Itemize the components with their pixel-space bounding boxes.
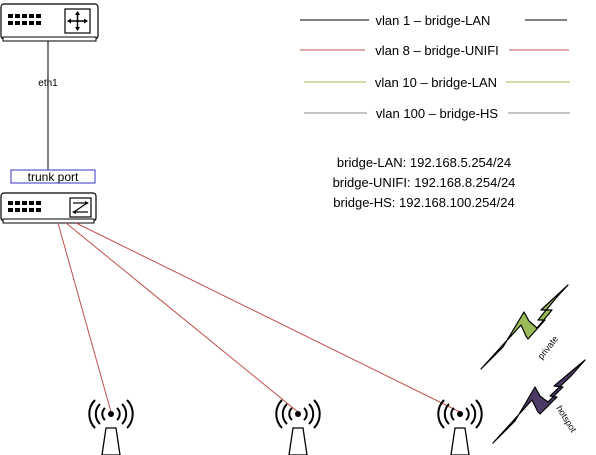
router-device [0, 3, 99, 42]
subnet-bridge-lan: bridge-LAN: 192.168.5.254/24 [337, 155, 511, 170]
lightning-icon [492, 359, 586, 444]
ap-link-2 [65, 222, 299, 413]
private-bolt: private [480, 284, 569, 370]
vlan-legend: vlan 1 – bridge-LAN vlan 8 – bridge-UNIF… [300, 12, 570, 121]
subnet-info: bridge-LAN: 192.168.5.254/24 bridge-UNIF… [333, 155, 516, 210]
legend-row-vlan10: vlan 10 – bridge-LAN [304, 74, 570, 90]
hotspot-bolt: hotspot [492, 359, 586, 444]
legend-row-vlan1: vlan 1 – bridge-LAN [300, 12, 567, 28]
access-point-icon [437, 399, 483, 455]
router-icon [64, 8, 91, 34]
legend-label-vlan1: vlan 1 – bridge-LAN [376, 13, 491, 28]
subnet-bridge-unifi: bridge-UNIFI: 192.168.8.254/24 [333, 175, 516, 190]
ap-link-1 [57, 222, 112, 413]
access-point-icon [275, 399, 321, 455]
trunk-port-label: trunk port [28, 170, 79, 184]
access-point-icon [88, 399, 134, 455]
switch-ports [8, 201, 41, 212]
legend-label-vlan10: vlan 10 – bridge-LAN [375, 75, 497, 90]
eth1-label: eth1 [38, 78, 58, 89]
legend-label-vlan8: vlan 8 – bridge-UNIFI [375, 43, 499, 58]
subnet-bridge-hs: bridge-HS: 192.168.100.254/24 [333, 195, 514, 210]
ap-links [57, 222, 461, 413]
legend-row-vlan100: vlan 100 – bridge-HS [304, 105, 570, 121]
hotspot-label: hotspot [554, 404, 578, 435]
router-ports [8, 14, 41, 25]
legend-row-vlan8: vlan 8 – bridge-UNIFI [300, 42, 569, 58]
lightning-icon [480, 284, 569, 370]
switch-device [0, 192, 97, 224]
private-label: private [536, 334, 561, 361]
legend-label-vlan100: vlan 100 – bridge-HS [376, 106, 498, 121]
switch-icon [69, 197, 92, 218]
ap-link-3 [75, 222, 461, 413]
trunk-port-box [10, 169, 96, 184]
